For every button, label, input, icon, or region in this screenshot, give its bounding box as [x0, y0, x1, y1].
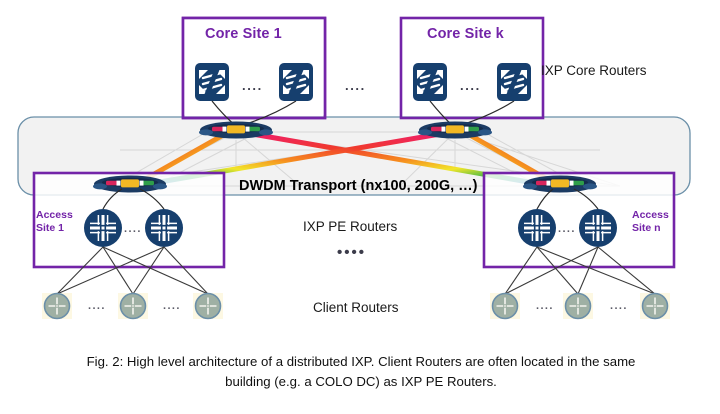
core-site-k-title: Core Site k — [427, 26, 504, 42]
client-router-left-3 — [191, 291, 225, 321]
core-site-k-router-1 — [411, 61, 449, 103]
core-site-1-title: Core Site 1 — [205, 26, 282, 42]
ixp-pe-routers-ellipsis: •••• — [337, 244, 367, 261]
client-router-right-1 — [488, 291, 522, 321]
core-site-1-router-1 — [193, 61, 231, 103]
figure-caption-line-1: Fig. 2: High level architecture of a dis… — [86, 354, 636, 369]
client-router-left-2 — [116, 291, 150, 321]
access-site-1-pe-router-2 — [143, 207, 185, 249]
client-router-left-ellipsis-1: .... — [88, 300, 106, 312]
access-site-n-pe-ellipsis: .... — [558, 223, 576, 235]
figure-caption: Fig. 2: High level architecture of a dis… — [36, 352, 686, 392]
figure-caption-line-2: building (e.g. a COLO DC) as IXP PE Rout… — [225, 374, 497, 389]
core-site-k-router-2 — [495, 61, 533, 103]
access-site-n-label-line2: Site n — [632, 222, 661, 234]
core-sites-separator-ellipsis: .... — [345, 78, 366, 93]
access-site-1-label-line2: Site 1 — [36, 222, 65, 234]
core-site-k-router-ellipsis: .... — [460, 78, 481, 93]
client-router-right-ellipsis-1: .... — [536, 300, 554, 312]
client-router-left-ellipsis-2: .... — [163, 300, 181, 312]
access-site-1-box — [32, 171, 226, 269]
client-router-links-left — [56, 246, 209, 295]
client-router-right-ellipsis-2: .... — [610, 300, 628, 312]
ixp-core-routers-label: IXP Core Routers — [541, 63, 647, 78]
client-router-right-3 — [638, 291, 672, 321]
access-site-1-internal-links — [102, 188, 165, 210]
client-router-right-2 — [561, 291, 595, 321]
ixp-pe-routers-label: IXP PE Routers — [303, 219, 398, 234]
access-site-1-pe-router-1 — [82, 207, 124, 249]
core-site-1-router-2 — [277, 61, 315, 103]
client-routers-label: Client Routers — [313, 300, 399, 315]
client-router-links-right — [504, 246, 656, 295]
core-site-1-router-ellipsis: .... — [242, 78, 263, 93]
client-router-left-1 — [40, 291, 74, 321]
dwdm-transport-label: DWDM Transport (nx100, 200G, …) — [239, 178, 478, 194]
access-site-n-label-line1: Access — [632, 209, 669, 221]
access-site-1-pe-ellipsis: .... — [124, 223, 142, 235]
access-site-n-box — [482, 171, 676, 269]
access-site-n-pe-router-2 — [577, 207, 619, 249]
core-site-k-box — [399, 16, 545, 120]
access-site-n-pe-router-1 — [516, 207, 558, 249]
access-site-1-label-line1: Access — [36, 209, 73, 221]
access-site-n-internal-links — [536, 188, 599, 210]
